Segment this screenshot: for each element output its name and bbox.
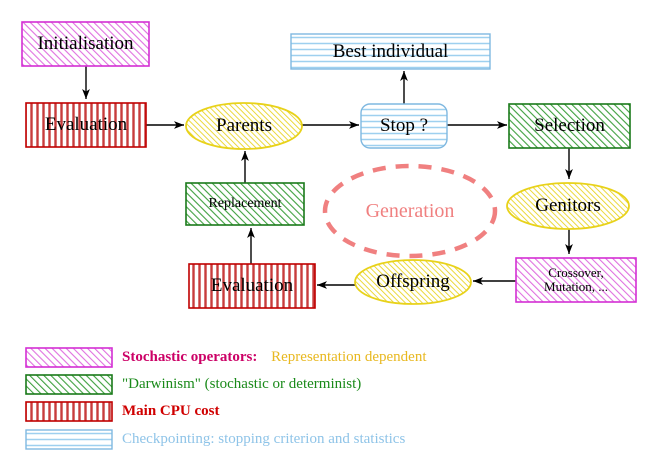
legend-swatch-darwinism <box>25 374 113 395</box>
legend-label-stochastic-primary: Stochastic operators: <box>122 349 258 365</box>
node-selection-shape[interactable] <box>508 103 631 149</box>
legend-swatch-checkpointing <box>25 429 113 450</box>
node-genitors-shape[interactable] <box>506 182 630 230</box>
node-crossover-mutation-shape[interactable] <box>515 257 637 303</box>
node-evaluation-bottom-shape[interactable] <box>188 263 316 309</box>
node-initialisation-shape[interactable] <box>21 21 150 67</box>
node-best-individual-shape[interactable] <box>290 33 491 70</box>
legend-label-stochastic-secondary: Representation dependent <box>271 349 427 365</box>
legend-label-stochastic: Stochastic operators: Representation dep… <box>122 348 427 367</box>
node-offspring-shape[interactable] <box>354 259 472 305</box>
legend-label-checkpointing-primary: Checkpointing: stopping criterion and st… <box>122 431 406 447</box>
node-evaluation-top-shape[interactable] <box>25 102 147 148</box>
node-generation-shape <box>322 163 498 259</box>
legend-label-checkpointing: Checkpointing: stopping criterion and st… <box>122 430 405 449</box>
legend-swatch-cpu-cost <box>25 401 113 422</box>
node-stop-shape[interactable] <box>360 103 448 149</box>
node-replacement-shape[interactable] <box>185 182 305 226</box>
legend-label-cpu-cost: Main CPU cost <box>122 402 220 421</box>
legend-swatch-stochastic <box>25 347 113 368</box>
legend-label-darwinism: "Darwinism" (stochastic or determinist) <box>122 375 361 394</box>
legend-label-darwinism-primary: "Darwinism" (stochastic or determinist) <box>122 376 362 392</box>
node-parents-shape[interactable] <box>185 102 303 150</box>
legend-label-cpu-cost-primary: Main CPU cost <box>122 403 220 419</box>
